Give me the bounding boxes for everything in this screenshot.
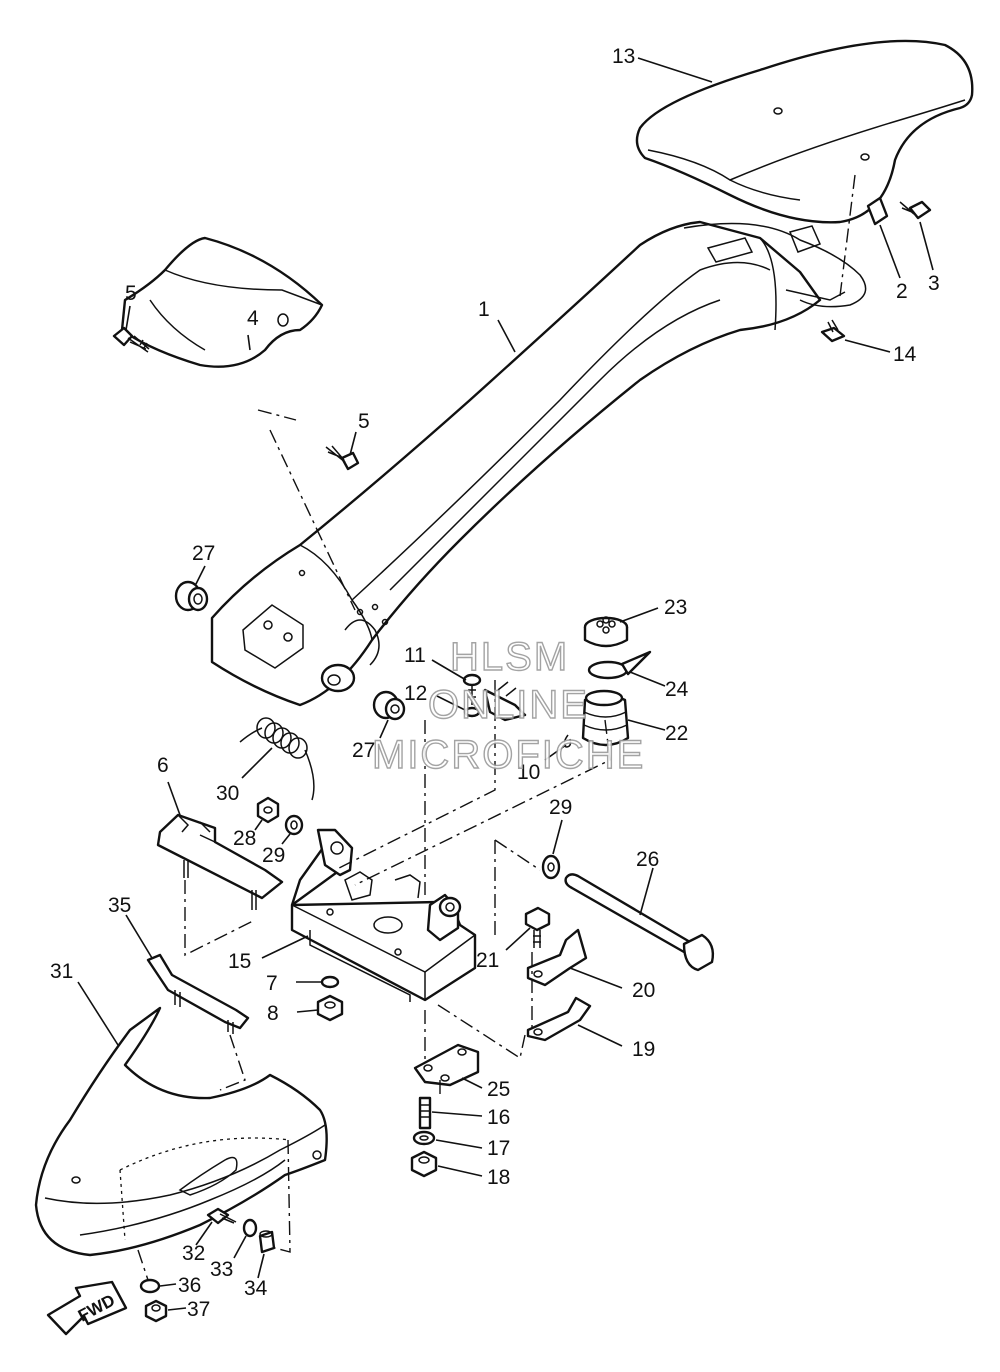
- callout-2: 2: [896, 280, 908, 303]
- watermark-line-2: ONLINE: [428, 683, 589, 727]
- bolt-5-upper: [112, 326, 150, 353]
- callout-34: 34: [244, 1277, 268, 1300]
- callout-numbers: 13 1 2 3 14 4 5 5 27 23 24 22 11 12 10 2…: [50, 45, 940, 1321]
- part-25-plate: [413, 1043, 480, 1087]
- part-13-top-cover: [635, 39, 974, 224]
- callout-32: 32: [182, 1242, 205, 1265]
- watermark-line-3: MICROFICHE: [372, 733, 645, 777]
- part-11-screw: [462, 673, 482, 705]
- part-31-front-cowl: [34, 1006, 328, 1257]
- part-35-bracket: [146, 953, 250, 1034]
- part-4-end-cap: [120, 236, 324, 368]
- bolt-5-lower: [325, 445, 360, 471]
- part-16-stud: [418, 1096, 432, 1130]
- callout-11: 11: [404, 644, 426, 667]
- part-6-bracket: [156, 813, 284, 910]
- part-24-band: [587, 650, 652, 680]
- callout-5-upper: 5: [125, 282, 137, 305]
- callout-16: 16: [487, 1106, 510, 1129]
- callout-10: 10: [517, 761, 540, 784]
- part-28-nut: [256, 796, 280, 824]
- callout-21: 21: [476, 949, 499, 972]
- part-27-bushing-left: [174, 580, 209, 612]
- watermark-line-1: HLSM: [450, 635, 569, 679]
- callout-18: 18: [487, 1166, 510, 1189]
- part-33-washer: [242, 1218, 258, 1238]
- callout-36: 36: [178, 1274, 201, 1297]
- part-8-nut: [316, 994, 344, 1022]
- part-3-bolt: [899, 200, 932, 220]
- callout-3: 3: [928, 272, 940, 295]
- callout-23: 23: [664, 596, 687, 619]
- callout-17: 17: [487, 1137, 510, 1160]
- part-19-bracket: [526, 996, 592, 1042]
- part-27-bushing-right: [372, 690, 406, 721]
- callout-37: 37: [187, 1298, 210, 1321]
- callout-8: 8: [267, 1002, 279, 1025]
- callout-7: 7: [266, 972, 278, 995]
- callout-30: 30: [216, 782, 239, 805]
- callout-12: 12: [404, 682, 427, 705]
- part-26-long-bolt: [564, 873, 715, 972]
- part-7-washer: [320, 975, 340, 989]
- callout-5-lower: 5: [358, 410, 370, 433]
- callout-27-upper: 27: [192, 542, 215, 565]
- assembly-lines: [137, 174, 856, 1281]
- part-30-spring: [239, 717, 315, 801]
- callout-14: 14: [893, 343, 917, 366]
- callout-35: 35: [108, 894, 131, 917]
- watermark: HLSM ONLINE MICROFICHE: [371, 634, 645, 777]
- fwd-arrow-icon: FWD: [46, 1280, 128, 1336]
- part-2-clip: [866, 196, 889, 226]
- part-20-bracket: [526, 928, 588, 987]
- callout-26: 26: [636, 848, 659, 871]
- part-34-collar: [258, 1230, 276, 1254]
- callout-33: 33: [210, 1258, 233, 1281]
- callout-29-right: 29: [549, 796, 572, 819]
- callout-19: 19: [632, 1038, 655, 1061]
- callout-25: 25: [487, 1078, 510, 1101]
- part-29-washer-right: [541, 854, 561, 880]
- part-17-washer: [412, 1130, 436, 1146]
- part-23-cap: [583, 616, 629, 648]
- callout-13: 13: [612, 45, 635, 68]
- callout-20: 20: [632, 979, 655, 1002]
- callout-29-left: 29: [262, 844, 285, 867]
- callout-28: 28: [233, 827, 256, 850]
- part-32-bolt: [206, 1207, 237, 1225]
- part-14-bolt: [820, 319, 846, 343]
- part-18-nut: [410, 1150, 438, 1178]
- callout-24: 24: [665, 678, 689, 701]
- part-29-washer-left: [284, 814, 304, 836]
- callout-1: 1: [478, 298, 490, 321]
- callout-4: 4: [247, 307, 259, 330]
- callout-22: 22: [665, 722, 688, 745]
- callout-31: 31: [50, 960, 73, 983]
- part-36-washer: [139, 1278, 161, 1294]
- part-15-base-mount: [290, 828, 477, 1002]
- part-21-bolt: [524, 906, 551, 948]
- callout-15: 15: [228, 950, 251, 973]
- callout-27-lower: 27: [352, 739, 375, 762]
- part-12-washer: [463, 706, 481, 718]
- leader-lines: [77, 57, 934, 1311]
- callout-6: 6: [157, 754, 169, 777]
- part-37-nut: [144, 1299, 168, 1323]
